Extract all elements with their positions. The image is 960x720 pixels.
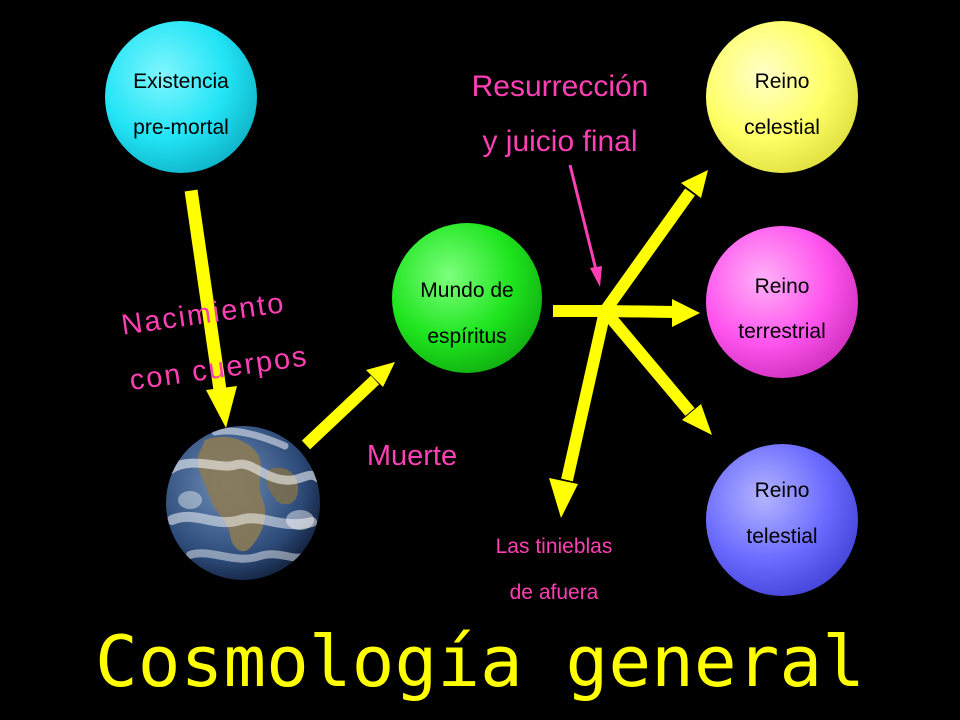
telestial-label-line2: telestial xyxy=(746,525,817,548)
arrow-judgment-fork xyxy=(549,170,712,518)
node-celestial-kingdom: Reino celestial xyxy=(706,21,858,173)
celestial-label-line1: Reino xyxy=(755,70,810,93)
outer-darkness-label-line1: Las tinieblas xyxy=(496,535,613,558)
arrow-death xyxy=(301,362,395,450)
telestial-circle xyxy=(706,444,858,596)
terrestrial-label-line2: terrestrial xyxy=(738,320,826,343)
death-label: Muerte xyxy=(367,440,457,472)
node-telestial-kingdom: Reino telestial xyxy=(706,444,858,596)
node-premortal: Existencia pre-mortal xyxy=(105,21,257,173)
terrestrial-circle xyxy=(706,226,858,378)
telestial-label-line1: Reino xyxy=(755,479,810,502)
page-title: Cosmología general xyxy=(95,621,865,703)
node-spirit-world: Mundo de espíritus xyxy=(392,223,542,373)
spirit-world-label-line2: espíritus xyxy=(427,325,506,348)
terrestrial-label-line1: Reino xyxy=(755,275,810,298)
premortal-label-line2: pre-mortal xyxy=(133,116,229,139)
spirit-world-circle xyxy=(392,223,542,373)
arrow-birth xyxy=(184,189,237,428)
celestial-circle xyxy=(706,21,858,173)
premortal-label-line1: Existencia xyxy=(133,70,229,93)
arrow-resurrection-pointer xyxy=(568,164,602,287)
premortal-circle xyxy=(105,21,257,173)
spirit-world-label-line1: Mundo de xyxy=(420,279,513,302)
celestial-label-line2: celestial xyxy=(744,116,820,139)
resurrection-label-line1: Resurrección xyxy=(472,70,649,103)
node-terrestrial-kingdom: Reino terrestrial xyxy=(706,226,858,378)
outer-darkness-label-line2: de afuera xyxy=(510,581,599,604)
resurrection-label-line2: y juicio final xyxy=(482,125,637,158)
earth-globe-icon xyxy=(166,426,320,580)
